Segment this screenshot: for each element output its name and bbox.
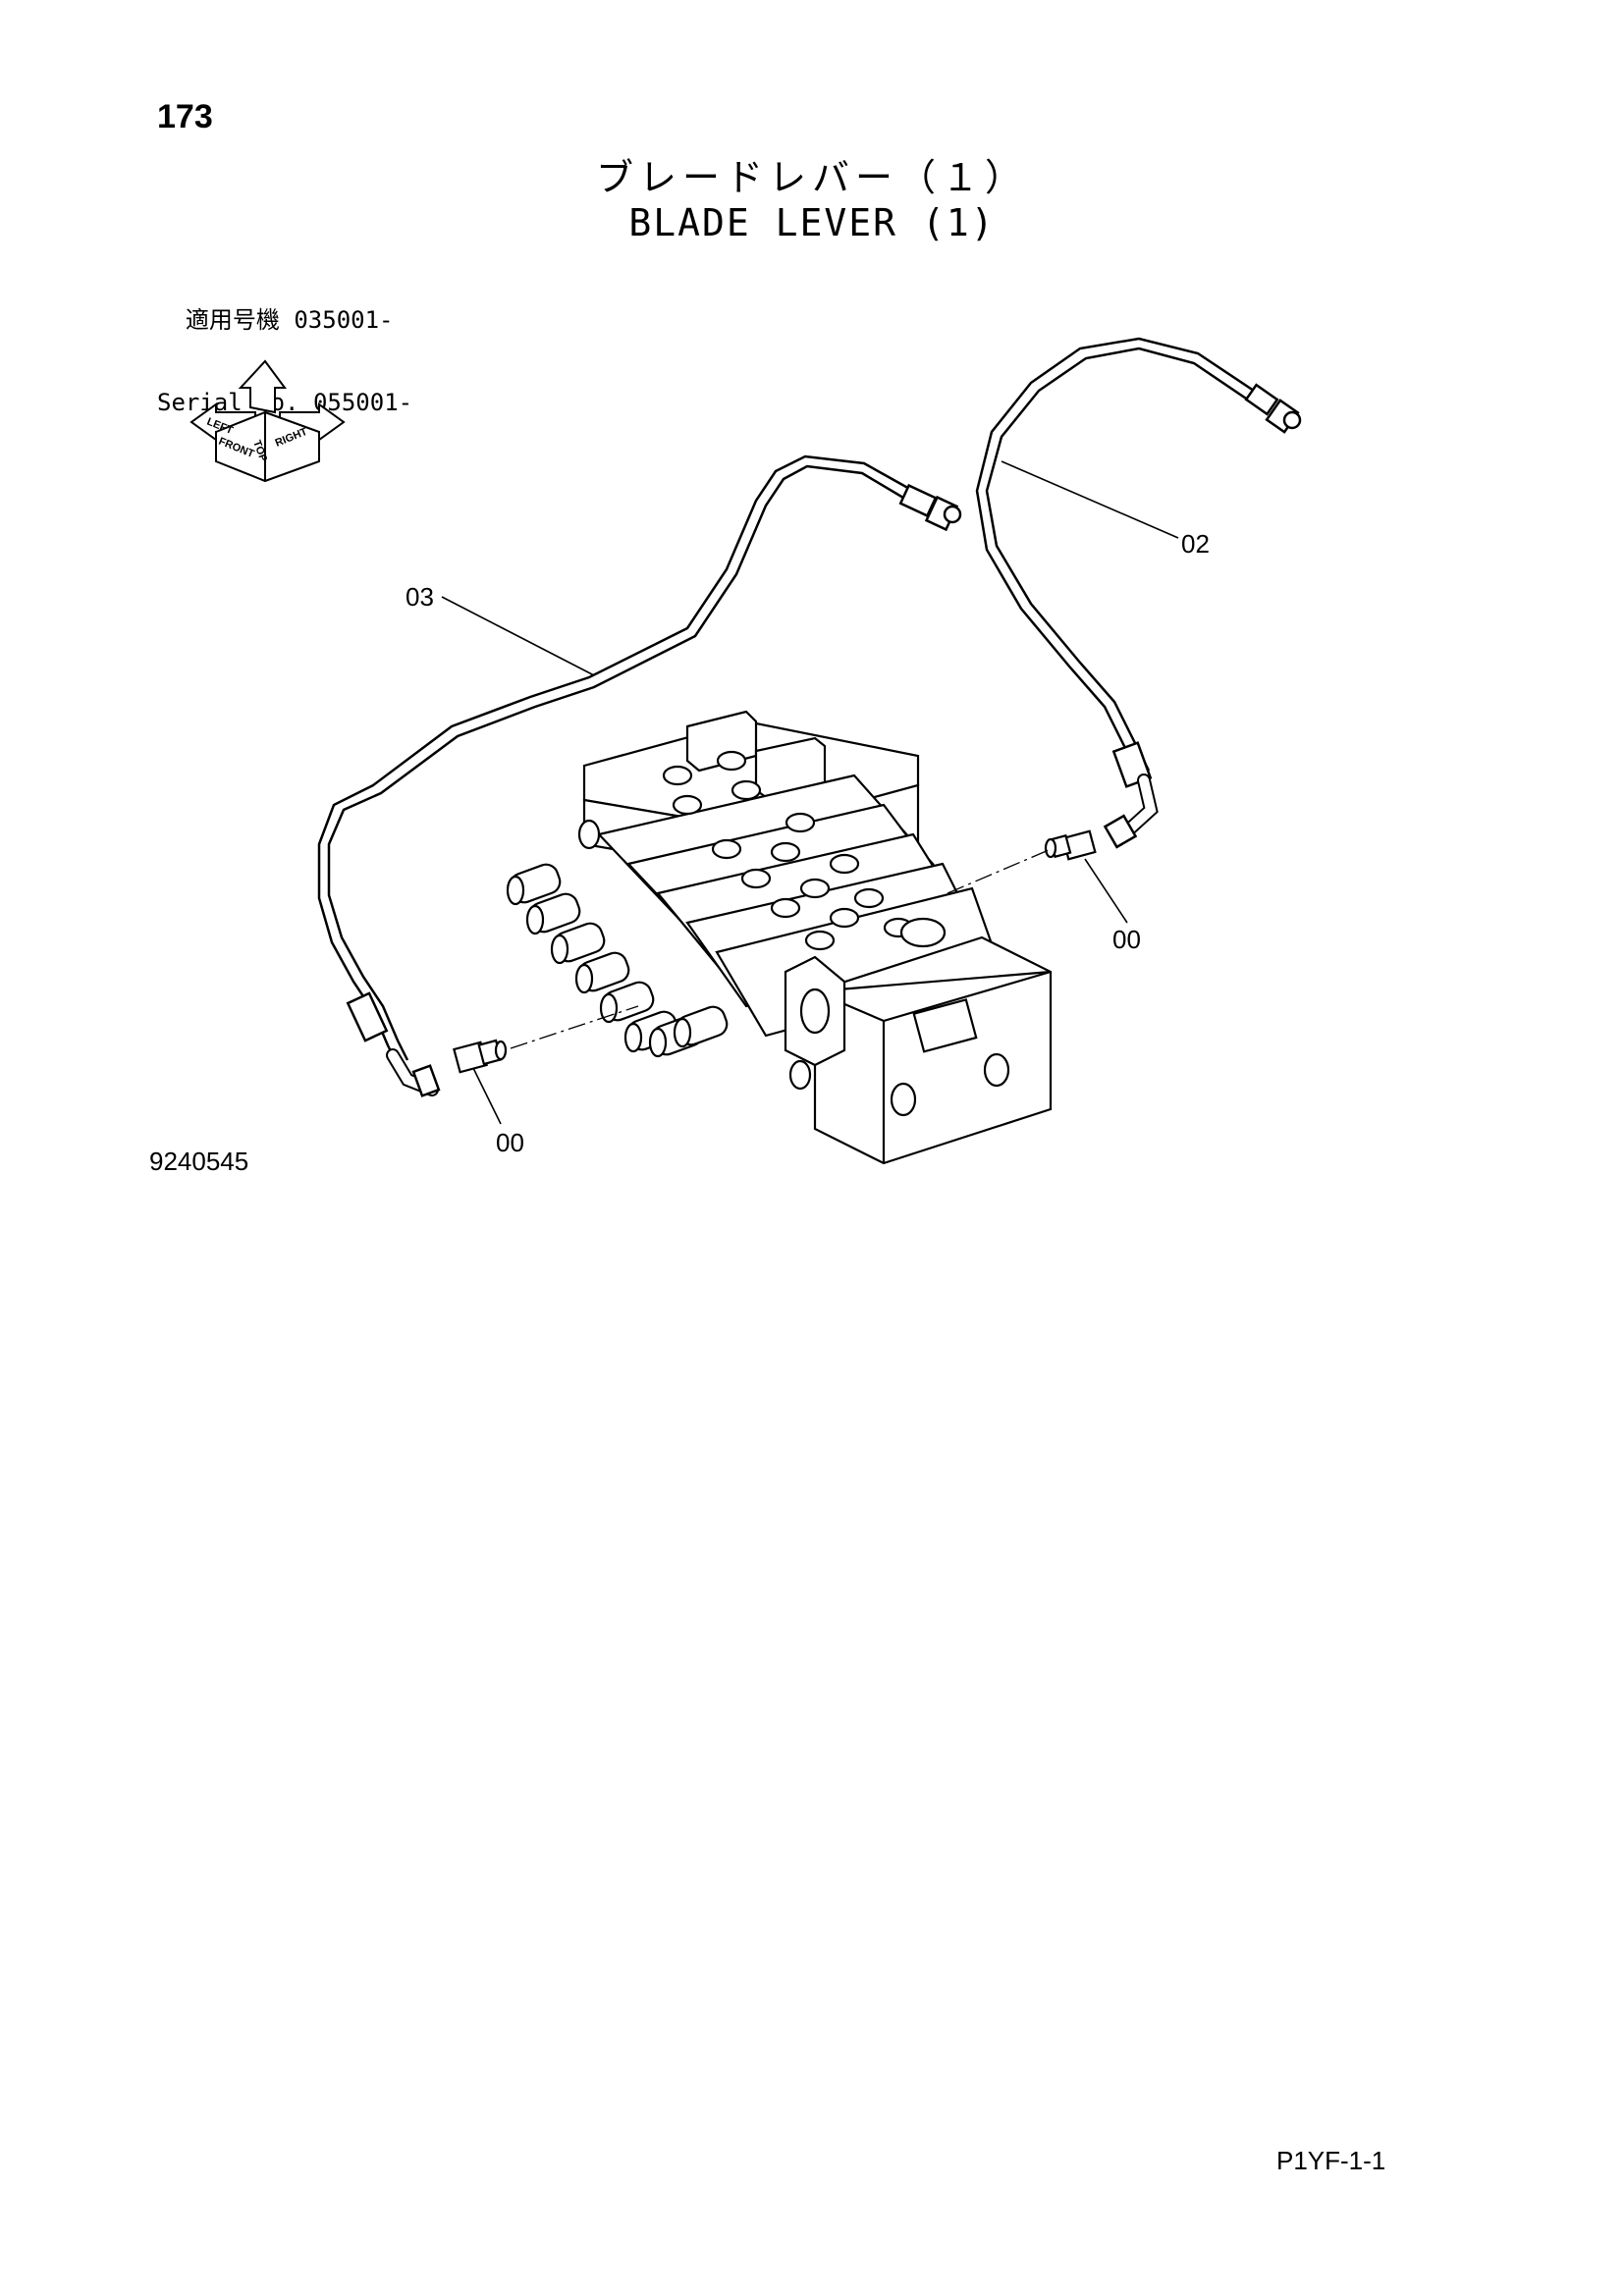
callout-02: 02	[1181, 529, 1210, 559]
hose-03-ferrule-lower	[346, 991, 389, 1042]
hose-03	[317, 454, 962, 1097]
title-english: BLADE LEVER (1)	[628, 201, 996, 244]
callout-00-left: 00	[496, 1128, 524, 1157]
leader-lines	[441, 460, 1179, 1125]
hose-02-nut-lower	[1103, 814, 1138, 849]
arrow-up-icon	[238, 359, 287, 414]
hose-02	[975, 337, 1302, 849]
serial-row-jp: 適用号機 035001-	[157, 306, 412, 334]
assembly-centerlines	[510, 849, 1050, 1049]
adapter-left	[453, 1039, 508, 1074]
callout-00-right: 00	[1112, 925, 1141, 954]
valve-ports	[662, 750, 947, 951]
hose-03-nut-lower	[411, 1064, 441, 1097]
serial-jp-value: 035001-	[294, 306, 394, 334]
callout-03: 03	[406, 582, 434, 612]
control-valve-assembly	[506, 710, 1053, 1165]
page-number: 173	[157, 98, 213, 135]
hose-02-ferrule-upper	[1244, 383, 1279, 416]
serial-jp-label: 適用号機	[185, 306, 280, 334]
drawing-number: 9240545	[149, 1147, 249, 1176]
orientation-indicator: TOP FRONT RIGHT LEFT	[189, 359, 346, 483]
title-japanese: ブレードレバー（１）	[595, 156, 1028, 199]
adapter-right	[1044, 829, 1097, 861]
valve-spool-ends	[506, 863, 729, 1058]
sheet-code: P1YF-1-1	[1276, 2146, 1386, 2175]
